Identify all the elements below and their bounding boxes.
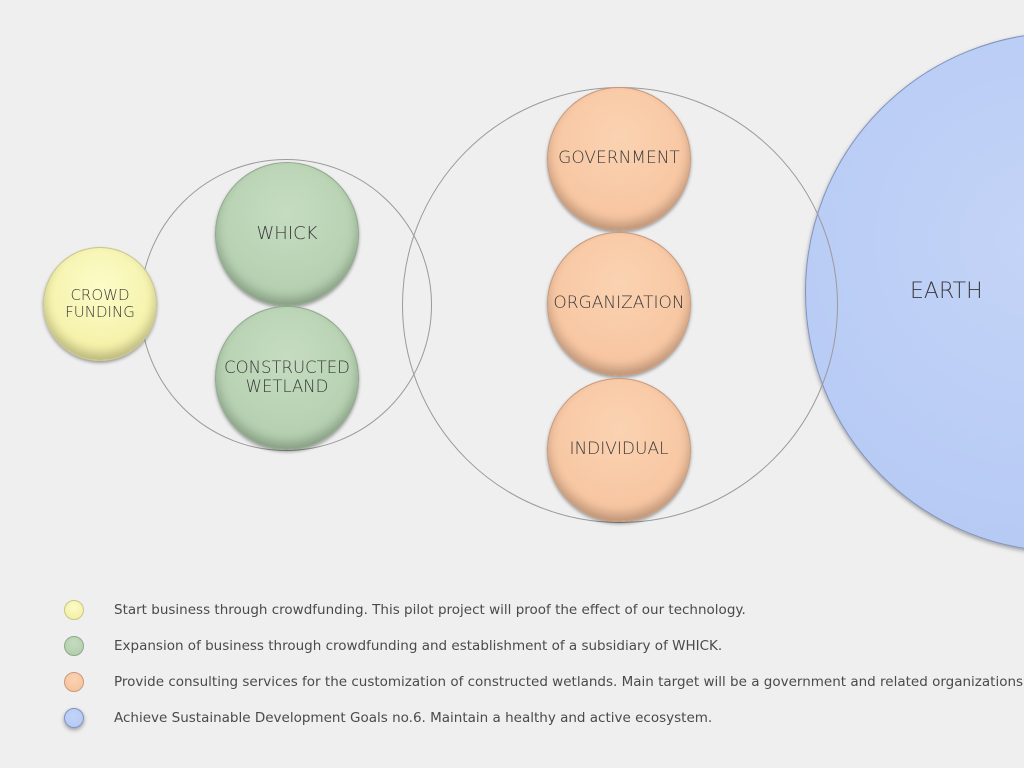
individual-circle: INDIVIDUAL <box>547 378 691 522</box>
constructed-wetland-label: CONSTRUCTED WETLAND <box>224 358 350 396</box>
whick-label: WHICK <box>256 222 318 244</box>
legend-item-crowdfunding: Start business through crowdfunding. Thi… <box>64 598 984 622</box>
legend-text: Provide consulting services for the cust… <box>114 674 1024 690</box>
earth-circle: EARTH <box>805 32 1024 552</box>
earth-label: EARTH <box>910 279 983 305</box>
crowd-funding-circle: CROWD FUNDING <box>43 247 157 361</box>
legend-dot-blue <box>64 708 84 728</box>
organization-circle: ORGANIZATION <box>547 232 691 376</box>
legend-item-expansion: Expansion of business through crowdfundi… <box>64 634 984 658</box>
legend-text: Achieve Sustainable Development Goals no… <box>114 710 713 726</box>
legend-dot-orange <box>64 672 84 692</box>
legend-item-consulting: Provide consulting services for the cust… <box>64 670 1024 694</box>
legend-text: Start business through crowdfunding. Thi… <box>114 602 746 618</box>
individual-label: INDIVIDUAL <box>569 439 669 460</box>
constructed-wetland-circle: CONSTRUCTED WETLAND <box>215 306 359 450</box>
legend-dot-yellow <box>64 600 84 620</box>
legend-item-sdg: Achieve Sustainable Development Goals no… <box>64 706 984 730</box>
legend-dot-green <box>64 636 84 656</box>
whick-circle: WHICK <box>215 162 359 306</box>
crowd-funding-label: CROWD FUNDING <box>65 285 135 321</box>
legend-text: Expansion of business through crowdfundi… <box>114 638 723 654</box>
organization-label: ORGANIZATION <box>553 293 685 314</box>
government-circle: GOVERNMENT <box>547 87 691 231</box>
government-label: GOVERNMENT <box>558 148 680 169</box>
legend: Start business through crowdfunding. Thi… <box>64 598 1024 742</box>
